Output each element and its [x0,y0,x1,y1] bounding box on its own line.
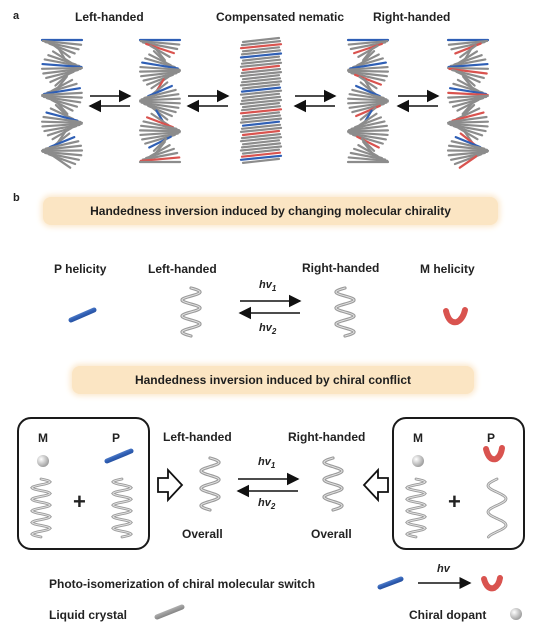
row2-photo-arrows [236,472,300,498]
panel-b-label: b [13,192,20,204]
legend-red-bent-icon [481,575,503,592]
helix-compensated-nematic [239,36,283,164]
panel-a-label: a [13,10,20,22]
legend-chiral-dopant-ball-icon [510,608,522,620]
row2-right-handed-spring-icon [322,456,344,512]
row2-right-handed-label: Right-handed [288,430,366,444]
right-box-graphics [405,445,508,539]
legend-blue-rod-icon [377,576,404,590]
banner-chiral-conflict-text: Handedness inversion induced by chiral c… [134,373,412,387]
right-box-red-bent-icon [483,445,505,463]
row2-overall-left-label: Overall [182,527,223,541]
right-box-p-label: P [487,431,496,445]
legend-liquid-crystal-rod-icon [154,604,185,620]
row1-hv2-label: hv2 [259,322,277,337]
left-handed-title: Left-handed [75,10,144,24]
right-handed-title: Right-handed [373,10,451,24]
row2-left-handed-label: Left-handed [163,430,232,444]
legend-photo-isomerization-label: Photo-isomerization of chiral molecular … [49,577,316,591]
row2-overall-right-label: Overall [311,527,352,541]
compensated-nematic-title: Compensated nematic [216,10,345,24]
legend-chiral-dopant-label: Chiral dopant [409,608,487,622]
p-helicity-label: P helicity [54,262,107,276]
row1-left-handed-label: Left-handed [148,262,217,276]
left-box-p-spring-icon [111,477,133,539]
m-helicity-label: M helicity [420,262,475,276]
row1-left-handed-spring-icon [180,286,202,338]
row1-right-handed-spring-icon [334,286,356,338]
m-helicity-bent-icon [443,307,468,326]
row2-hv1-label: hv1 [258,456,276,471]
left-box-p-label: P [112,431,121,445]
right-mixture-box: M P + [392,417,525,550]
panel-a-helix-sequence [40,36,490,169]
left-mixture-box: M P + [17,417,150,550]
row1-photo-arrows [238,294,302,320]
row1-hv1-label: hv1 [259,279,277,294]
right-box-m-label: M [413,431,423,445]
p-helicity-rod-icon [68,307,97,323]
equilibrium-arrows [88,89,440,113]
legend-liquid-crystal-label: Liquid crystal [49,608,128,622]
hollow-arrow-left-icon [157,467,184,503]
banner-chiral-conflict: Handedness inversion induced by chiral c… [72,366,474,394]
legend-hv-label: hv [437,563,450,575]
row1-right-handed-label: Right-handed [302,261,380,275]
hollow-arrow-right-icon [362,467,389,503]
right-box-plus: + [448,489,461,514]
left-box-graphics [30,448,134,539]
right-box-m-spring-icon [405,477,427,539]
banner-molecular-chirality-text: Handedness inversion induced by changing… [90,204,451,218]
helix-right-handed-1 [346,38,390,164]
banner-molecular-chirality: Handedness inversion induced by changing… [43,197,498,225]
left-box-plus: + [73,489,86,514]
right-box-p-spring-icon [486,477,508,539]
helix-left-handed-1 [40,38,84,169]
row2-left-handed-spring-icon [199,456,221,512]
helix-right-handed-2 [446,38,490,169]
left-box-m-spring-icon [30,477,52,539]
left-box-m-label: M [38,431,48,445]
right-box-dopant-ball-icon [412,455,424,467]
helix-left-handed-2 [138,38,182,164]
left-box-dopant-ball-icon [37,455,49,467]
left-box-blue-rod-icon [104,448,134,464]
row2-springs [199,456,344,512]
row2-hv2-label: hv2 [258,497,276,512]
